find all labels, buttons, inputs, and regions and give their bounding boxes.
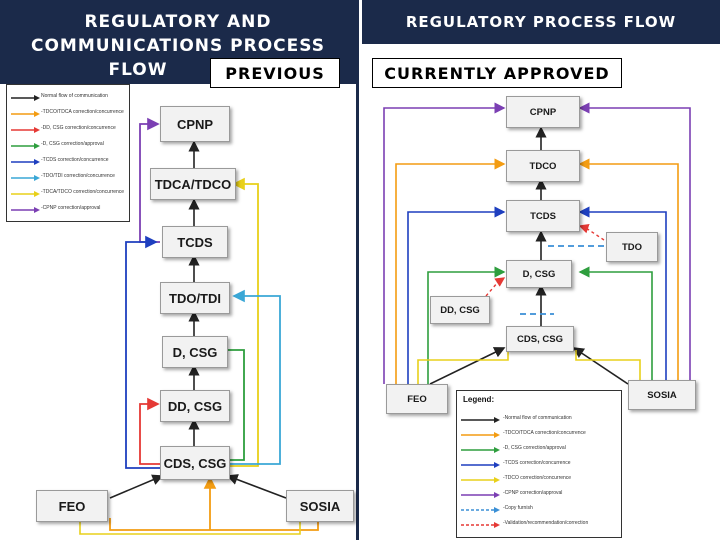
left-legend-swatch [11,207,40,213]
left-yellow-bottom [79,520,301,535]
left-node-d-csg: D, CSG [162,336,228,368]
right-legend-label: -TDCO correction/concurrence [503,475,572,481]
left-legend-swatch [11,95,40,101]
right-legend-item: -D, CSG correction/approval [457,445,621,455]
left-arrow-sosia-cds [226,474,287,499]
right-node-tdco: TDCO [506,150,580,182]
right-purple-loop [383,102,506,384]
panel-divider [356,0,359,540]
right-node-sosia: SOSIA [628,380,696,410]
right-legend-label: -TCDS correction/concurrence [503,460,571,466]
right-validation-tdo-tcds [578,224,605,241]
left-title-line3: FLOW [108,60,168,80]
right-legend-swatch [461,477,500,483]
left-legend-item: Normal flow of communication [7,93,129,103]
right-orange-loop-2 [578,158,679,380]
left-legend-swatch [11,111,40,117]
left-red-loop [139,397,160,465]
right-green-loop [427,266,506,384]
left-legend-item: -CPNP correction/approval [7,205,129,215]
right-node-dd-csg: DD, CSG [430,296,490,324]
left-legend-swatch [11,175,40,181]
left-legend-item: -D, CSG correction/approval [7,141,129,151]
left-node-dd-csg: DD, CSG [160,390,230,422]
right-node-cpnp: CPNP [506,96,580,128]
right-legend-item: -TCDS correction/concurrence [457,460,621,470]
left-legend-item: -DD, CSG correction/concurrence [7,125,129,135]
left-title-line2: COMMUNICATIONS PROCESS [30,36,325,56]
right-arrow-feo-cds [429,347,506,385]
left-blue-loop [125,235,160,469]
left-legend-item: -TCDS correction/concurrence [7,157,129,167]
right-legend-item: -Normal flow of communication [457,415,621,425]
left-legend-label: -D, CSG correction/approval [41,141,104,147]
right-legend-swatch [461,507,500,513]
left-legend-swatch [11,191,40,197]
right-legend-title: Legend: [463,395,495,404]
right-legend-swatch [461,492,500,498]
left-legend: Normal flow of communication -TDCO/TDCA c… [6,84,130,222]
right-legend-label: -D, CSG correction/approval [503,445,566,451]
right-legend-item: -TDCO correction/concurrence [457,475,621,485]
left-legend-swatch [11,143,40,149]
right-node-tcds: TCDS [506,200,580,232]
right-legend: Legend: -Normal flow of communication -TD… [456,390,622,538]
left-node-tdca-tdco: TDCA/TDCO [150,168,236,200]
right-node-cds-csg: CDS, CSG [506,326,574,352]
left-legend-item: -TDCO/TDCA correction/concurrence [7,109,129,119]
right-yellow-loop-2 [575,350,641,380]
left-legend-label: -TDO/TDI correction/concurrence [41,173,115,179]
left-cyan-loop [226,289,281,465]
right-node-d-csg: D, CSG [506,260,572,288]
left-green-loop [214,343,245,461]
right-legend-item: -CPNP correction/approval [457,490,621,500]
right-legend-label: -TDCO/TDCA correction/concurrence [503,430,586,436]
right-legend-swatch [461,432,500,438]
right-legend-item: -TDCO/TDCA correction/concurrence [457,430,621,440]
right-title-banner: REGULATORY PROCESS FLOW [362,0,720,44]
right-legend-swatch [461,447,500,453]
right-legend-label: -Validation/recommendation/correction [503,520,589,526]
left-legend-item: -TDO/TDI correction/concurrence [7,173,129,183]
right-green-loop-2 [578,266,653,380]
left-arrow-feo-cds [109,474,164,499]
currently-approved-badge: CURRENTLY APPROVED [372,58,622,88]
right-legend-item: -Validation/recommendation/correction [457,520,621,530]
right-orange-loop [395,158,506,384]
right-node-tdo: TDO [606,232,658,262]
right-legend-label: -CPNP correction/approval [503,490,563,496]
right-node-feo: FEO [386,384,448,414]
right-legend-item: -Copy furnish [457,505,621,515]
left-node-feo: FEO [36,490,108,522]
left-legend-swatch [11,159,40,165]
right-blue-loop-2 [578,206,667,380]
right-legend-swatch [461,417,500,423]
right-validation-dd-dcsg [485,277,506,297]
previous-badge: PREVIOUS [210,58,340,88]
right-legend-swatch [461,462,500,468]
left-legend-label: -CPNP correction/approval [41,205,101,211]
left-node-tdo-tdi: TDO/TDI [160,282,230,314]
left-node-tcds: TCDS [162,226,228,258]
right-legend-label: -Normal flow of communication [503,415,572,421]
left-title-line1: REGULATORY AND [84,12,272,32]
left-legend-label: -TCDS correction/concurrence [41,157,109,163]
left-node-cds-csg: CDS, CSG [160,446,230,480]
left-legend-label: -TDCA/TDCO correction/concurrence [41,189,125,195]
left-orange-loop [109,518,319,531]
right-legend-swatch [461,522,500,528]
left-yellow-loop [230,177,259,467]
left-legend-item: -TDCA/TDCO correction/concurrence [7,189,129,199]
left-legend-label: -TDCO/TDCA correction/concurrence [41,109,124,115]
right-blue-loop [407,206,506,384]
right-arrow-sosia-cds [572,347,629,385]
left-legend-label: Normal flow of communication [41,93,108,99]
left-node-sosia: SOSIA [286,490,354,522]
left-legend-swatch [11,127,40,133]
right-purple-loop-2 [578,102,691,380]
left-legend-label: -DD, CSG correction/concurrence [41,125,116,131]
left-node-cpnp: CPNP [160,106,230,142]
right-legend-label: -Copy furnish [503,505,533,511]
